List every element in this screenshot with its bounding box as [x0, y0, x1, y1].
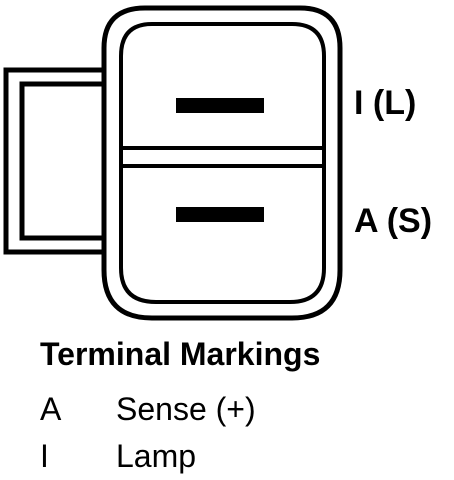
pin-label-i: I (L)	[354, 84, 417, 122]
terminal-blade-i	[176, 98, 264, 113]
connector-housing-outer	[101, 5, 343, 321]
legend-code: I	[40, 438, 49, 474]
legend-description: Lamp	[116, 438, 197, 474]
legend-row: A Sense (+)	[40, 393, 256, 425]
legend-code: A	[40, 391, 62, 427]
terminal-blade-a	[176, 207, 264, 222]
connector-diagram	[3, 5, 343, 321]
connector-latch-inner	[19, 81, 112, 241]
legend-title: Terminal Markings	[40, 336, 321, 372]
legend-description: Sense (+)	[116, 391, 256, 427]
legend-row: I Lamp	[40, 440, 196, 472]
connector-latch-outer	[3, 67, 112, 255]
pin-label-a: A (S)	[354, 202, 433, 240]
connector-housing-inner	[119, 22, 326, 304]
